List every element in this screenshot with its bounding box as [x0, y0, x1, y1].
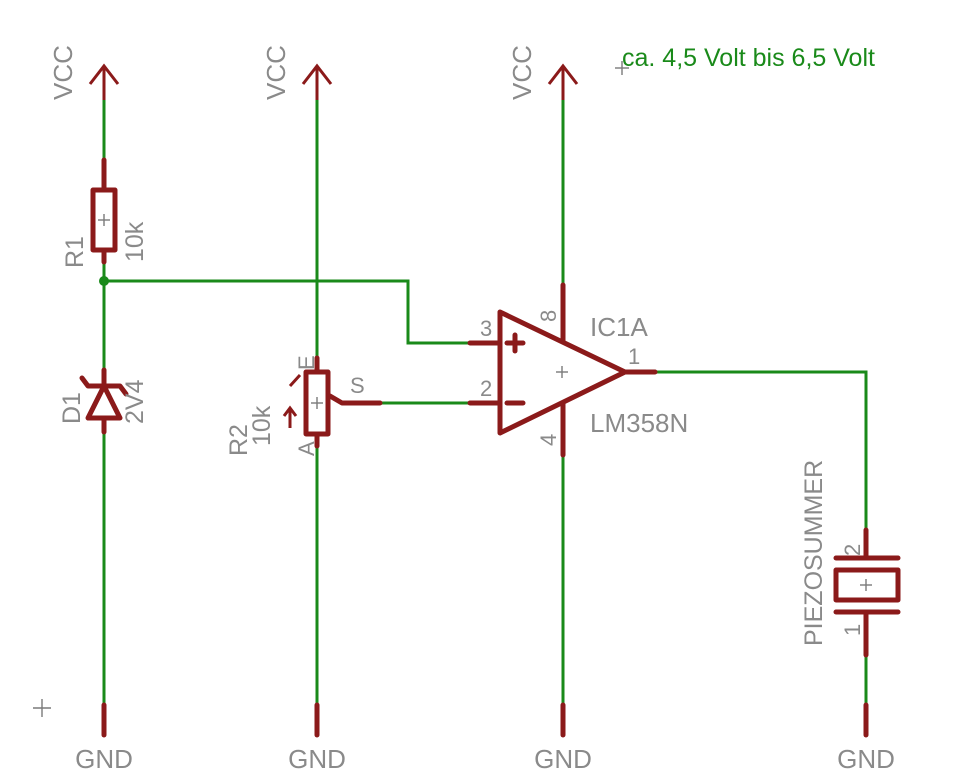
gnd-left-label: GND	[75, 744, 133, 774]
opamp-pin-4: 4	[536, 434, 561, 446]
opamp-pin-3: 3	[480, 316, 492, 341]
vcc-opamp-label: VCC	[507, 45, 537, 100]
supply-voltage-note: ca. 4,5 Volt bis 6,5 Volt	[622, 44, 875, 72]
wire-out-to-buzzer	[655, 370, 868, 530]
r2-pin-a: A	[294, 441, 319, 456]
vcc-symbol-left: VCC	[48, 45, 120, 100]
origin-marker-sheet	[33, 699, 51, 717]
vcc-symbol-opamp: VCC	[507, 45, 579, 100]
gnd-symbol-opamp: GND	[534, 702, 592, 774]
wires	[99, 78, 868, 710]
r2-pin-s: S	[350, 373, 365, 398]
opamp-name: IC1A	[590, 312, 648, 342]
buzzer-pin-1: 1	[840, 624, 865, 636]
r1-name: R1	[61, 236, 89, 268]
r2-pin-e: E	[294, 355, 319, 370]
d1-name: D1	[58, 392, 86, 424]
wire-ref-to-noninv	[104, 279, 470, 345]
opamp-pin-1: 1	[628, 344, 640, 369]
r1-value: 10k	[121, 221, 149, 262]
r2-name: R2	[225, 424, 253, 456]
resistor-r1: R1 10k	[61, 157, 149, 268]
opamp-ic1a: 3 2 8 4 1 IC1A LM358N	[467, 282, 688, 458]
d1-value: 2V4	[121, 379, 149, 424]
gnd-middle-label: GND	[288, 744, 346, 774]
gnd-opamp-label: GND	[534, 744, 592, 774]
gnd-right-label: GND	[837, 744, 895, 774]
r2-value: 10k	[248, 405, 276, 446]
gnd-symbol-middle: GND	[288, 702, 346, 774]
junction-dot	[99, 276, 109, 286]
trimmer-r2: E A S R2 10k	[225, 355, 383, 456]
vcc-middle-label: VCC	[261, 45, 291, 100]
opamp-pin-8: 8	[536, 310, 561, 322]
vcc-symbol-middle: VCC	[261, 45, 333, 100]
buzzer-name: PIEZOSUMMER	[800, 460, 828, 646]
buzzer-pin-2: 2	[840, 544, 865, 556]
piezo-buzzer: 2 1 PIEZOSUMMER	[800, 460, 901, 658]
gnd-symbol-right: GND	[837, 702, 895, 774]
gnd-symbol-left: GND	[75, 702, 133, 774]
opamp-value: LM358N	[590, 408, 688, 438]
zener-diode-d1: D1 2V4	[58, 367, 149, 435]
origin-marker-note	[615, 61, 629, 75]
opamp-pin-2: 2	[480, 376, 492, 401]
vcc-left-label: VCC	[48, 45, 78, 100]
